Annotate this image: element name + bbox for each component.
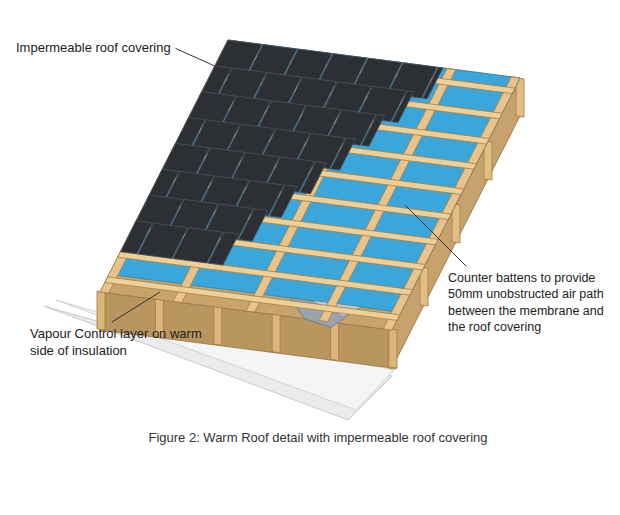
- rafter-side: [389, 329, 397, 368]
- shingle: [239, 209, 268, 242]
- rafter-side: [214, 306, 222, 345]
- leader-lines: [112, 48, 466, 322]
- leader-line: [112, 292, 160, 322]
- shingle: [300, 162, 326, 194]
- leader-line: [176, 48, 268, 90]
- shingle: [208, 232, 239, 265]
- roof-build-up: [97, 40, 524, 369]
- figure-caption: Figure 2: Warm Roof detail with impermea…: [16, 430, 620, 447]
- shingle: [392, 91, 414, 123]
- leader-line: [405, 205, 466, 266]
- shingle: [361, 115, 384, 147]
- rafter-side: [272, 314, 280, 353]
- callout-label: Counter battens to provide 50mm unobstru…: [448, 270, 614, 335]
- callout-label: Impermeable roof covering: [16, 40, 216, 57]
- rafter-end: [388, 330, 396, 369]
- shingle: [331, 138, 356, 170]
- callout-label: Vapour Control layer on warm side of ins…: [30, 326, 220, 360]
- shingle: [269, 185, 297, 217]
- shingle: [423, 67, 443, 98]
- rafter-side: [97, 291, 105, 330]
- insulation-top: [100, 40, 520, 330]
